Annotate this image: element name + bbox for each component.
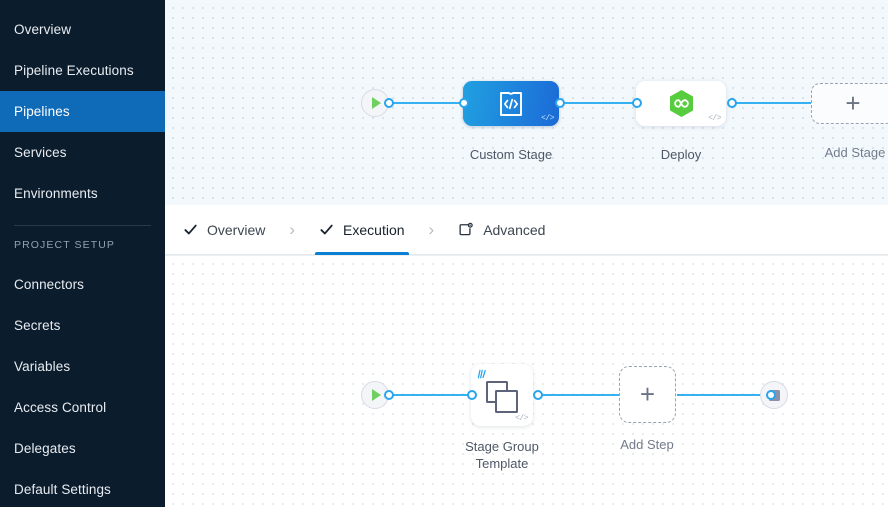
port-stage-group-template-in[interactable]: [467, 390, 477, 400]
edge-stage-group-template-to-add-step: [541, 394, 619, 396]
step-label-line-1: Stage Group: [465, 439, 539, 454]
check-icon: [320, 224, 333, 235]
sidebar-item-label: Pipelines: [14, 104, 70, 119]
sidebar-item-label: Environments: [14, 186, 98, 201]
sidebar-item-label: Connectors: [14, 277, 85, 292]
play-icon: [371, 389, 381, 401]
tab-overview[interactable]: Overview: [179, 205, 269, 255]
port-deploy-out[interactable]: [727, 98, 737, 108]
sidebar-item-pipeline-executions[interactable]: Pipeline Executions: [0, 50, 165, 91]
port-start-out[interactable]: [384, 98, 394, 108]
tab-label: Execution: [343, 221, 405, 238]
sidebar-item-pipelines[interactable]: Pipelines: [0, 91, 165, 132]
sidebar-item-variables[interactable]: Variables: [0, 346, 165, 387]
tab-execution[interactable]: Execution: [315, 205, 410, 255]
sidebar-item-overview[interactable]: Overview: [0, 9, 165, 50]
sidebar-item-secrets[interactable]: Secrets: [0, 305, 165, 346]
edge-custom-stage-to-deploy: [563, 102, 651, 104]
sidebar-item-services[interactable]: Services: [0, 132, 165, 173]
sidebar-item-label: Pipeline Executions: [14, 63, 134, 78]
sidebar-item-delegates[interactable]: Delegates: [0, 428, 165, 469]
sidebar-item-label: Secrets: [14, 318, 61, 333]
port-custom-stage-out[interactable]: [555, 98, 565, 108]
tab-advanced[interactable]: Advanced: [454, 205, 549, 255]
tab-label: Advanced: [483, 221, 546, 238]
sidebar-item-default-settings[interactable]: Default Settings: [0, 469, 165, 507]
check-icon: [184, 224, 197, 235]
add-stage-button[interactable]: +: [811, 83, 888, 124]
stacked-squares-icon: [486, 380, 518, 413]
left-sidebar: Overview Pipeline Executions Pipelines S…: [0, 0, 165, 507]
sidebar-divider: [14, 225, 151, 226]
sidebar-item-label: Variables: [14, 359, 71, 374]
stage-node-deploy[interactable]: </>: [636, 81, 726, 126]
add-step-button[interactable]: +: [619, 366, 676, 423]
step-node-stage-group-template[interactable]: </>: [471, 364, 533, 426]
sidebar-item-label: Delegates: [14, 441, 76, 456]
stage-tabs: Overview › Execution › Advanced: [165, 205, 888, 255]
port-deploy-in[interactable]: [632, 98, 642, 108]
edge-start-to-custom-stage: [387, 102, 479, 104]
sidebar-item-label: Overview: [14, 22, 72, 37]
tab-separator: ›: [289, 220, 296, 239]
port-step-start-out[interactable]: [384, 390, 394, 400]
play-icon: [371, 97, 381, 109]
sidebar-item-label: Default Settings: [14, 482, 111, 497]
plus-icon: +: [845, 87, 861, 118]
yaml-code-badge: </>: [541, 114, 554, 123]
stage-label-deploy: Deploy: [660, 147, 702, 162]
template-library-mark-icon: [477, 369, 486, 379]
sidebar-item-connectors[interactable]: Connectors: [0, 264, 165, 305]
stage-label-custom-stage: Custom Stage: [469, 147, 553, 162]
edge-start-to-stage-group-template: [387, 394, 479, 396]
edge-add-step-to-end: [677, 394, 769, 396]
step-label-line-2: Template: [475, 456, 529, 471]
tab-label: Overview: [207, 221, 266, 238]
sidebar-item-access-control[interactable]: Access Control: [0, 387, 165, 428]
step-graph-canvas[interactable]: </> Stage Group Template + Add Step: [165, 255, 888, 507]
custom-stage-template-icon: [500, 91, 522, 116]
sidebar-item-environments[interactable]: Environments: [0, 173, 165, 214]
edge-deploy-to-add-stage: [735, 102, 835, 104]
step-label-add-step: Add Step: [620, 437, 674, 452]
stage-label-add-stage: Add Stage: [824, 145, 886, 160]
harness-cd-hexagon-icon: [669, 90, 693, 117]
yaml-code-badge: </>: [515, 414, 528, 423]
sidebar-section-title: PROJECT SETUP: [14, 239, 116, 251]
advanced-gear-box-icon: [459, 222, 473, 235]
port-stage-group-template-out[interactable]: [533, 390, 543, 400]
main-content: </> Custom Stage </> Deploy + Add Stage: [165, 0, 888, 507]
yaml-code-badge: </>: [708, 114, 721, 123]
stage-graph-canvas[interactable]: </> Custom Stage </> Deploy + Add Stage: [165, 0, 888, 205]
step-label-stage-group-template: Stage Group Template: [432, 438, 572, 472]
tab-separator: ›: [428, 220, 435, 239]
sidebar-item-label: Services: [14, 145, 67, 160]
port-step-end-in[interactable]: [766, 390, 776, 400]
plus-icon: +: [639, 378, 656, 409]
port-custom-stage-in[interactable]: [459, 98, 469, 108]
stage-node-custom-stage[interactable]: </>: [463, 81, 559, 126]
sidebar-item-label: Access Control: [14, 400, 107, 415]
